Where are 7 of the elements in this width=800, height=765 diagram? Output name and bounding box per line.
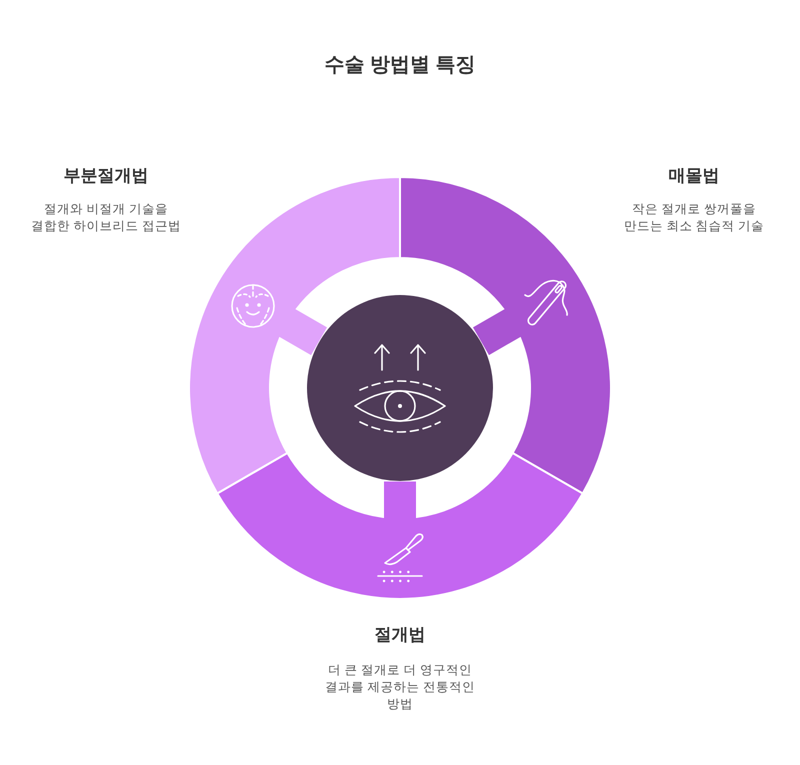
segment-description: 작은 절개로 쌍꺼풀을 만드는 최소 침습적 기술 bbox=[622, 201, 766, 235]
segment-heading: 부분절개법 bbox=[62, 165, 150, 187]
segment-description: 더 큰 절개로 더 영구적인 결과를 제공하는 전통적인 방법 bbox=[324, 662, 476, 713]
segment-description: 절개와 비절개 기술을 결합한 하이브리드 접근법 bbox=[30, 201, 182, 235]
segment-heading: 절개법 bbox=[374, 624, 426, 646]
diagram-title: 수술 방법별 특징 bbox=[323, 53, 477, 78]
segment-heading: 매몰법 bbox=[668, 165, 720, 187]
